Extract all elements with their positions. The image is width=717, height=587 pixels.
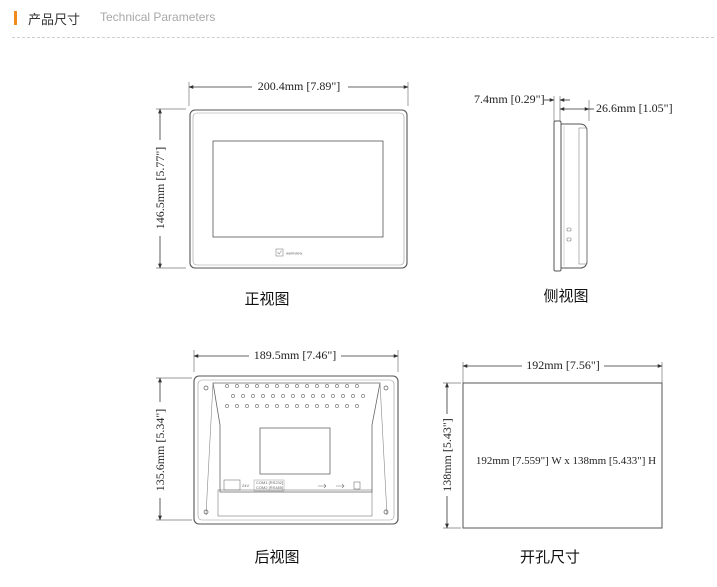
back-frame	[193, 375, 399, 525]
vent-hole	[315, 404, 319, 408]
vent-hole	[235, 404, 239, 408]
front-brand-text: weinview	[286, 251, 302, 256]
header-title-en: Technical Parameters	[100, 10, 216, 24]
vent-hole	[271, 394, 275, 398]
header-accent-bar	[14, 11, 17, 25]
side-port-1	[566, 227, 572, 232]
vent-hole	[231, 394, 235, 398]
back-view-caption: 后视图	[254, 548, 299, 566]
ethernet-icon	[353, 481, 361, 490]
cutout-view: 192mm [7.56"] 138mm [5.43"] 192mm [7.559…	[440, 358, 663, 566]
vent-hole	[261, 394, 265, 398]
screw-icon	[203, 385, 209, 391]
vent-hole	[305, 404, 309, 408]
side-rear-cover	[578, 127, 588, 265]
front-view: 200.4mm [7.89"] 146.5mm [5.77"] weinview…	[153, 79, 409, 308]
vent-hole	[251, 394, 255, 398]
vent-hole	[331, 394, 335, 398]
back-vent-holes	[225, 384, 365, 408]
cutout-height-label: 138mm [5.43"]	[440, 418, 454, 492]
usb-icon	[336, 483, 345, 489]
vent-hole	[305, 384, 309, 388]
vent-hole	[265, 404, 269, 408]
vent-hole	[361, 394, 365, 398]
vent-hole	[255, 404, 259, 408]
header-dashed-divider	[12, 37, 714, 38]
vent-hole	[345, 404, 349, 408]
vent-hole	[311, 394, 315, 398]
front-screen	[212, 140, 384, 238]
vent-hole	[355, 384, 359, 388]
vent-hole	[295, 384, 299, 388]
back-view: 189.5mm [7.46"] 135.6mm [5.34"] 24V COM1…	[153, 348, 399, 566]
side-port-2	[566, 237, 572, 242]
vent-hole	[351, 394, 355, 398]
back-width-label: 189.5mm [7.46"]	[254, 348, 337, 362]
screw-icon	[203, 509, 209, 515]
side-body	[560, 123, 588, 269]
back-frame-inner	[197, 379, 395, 521]
vent-hole	[315, 384, 319, 388]
vent-hole	[355, 404, 359, 408]
section-header: 产品尺寸 Technical Parameters	[0, 0, 717, 38]
back-height-label: 135.6mm [5.34"]	[153, 409, 167, 492]
vent-hole	[295, 404, 299, 408]
vent-hole	[225, 404, 229, 408]
back-connector-strip	[217, 489, 373, 517]
front-width-label: 200.4mm [7.89"]	[258, 79, 341, 93]
vent-hole	[325, 404, 329, 408]
cutout-center-text: 192mm [7.559"] W x 138mm [5.433"] H	[476, 455, 656, 467]
power-terminal	[223, 479, 241, 491]
vent-hole	[241, 394, 245, 398]
side-total-depth-label: 26.6mm [1.05"]	[596, 101, 673, 115]
vent-hole	[255, 384, 259, 388]
vent-hole	[321, 394, 325, 398]
side-bezel	[553, 120, 562, 272]
vent-hole	[335, 384, 339, 388]
cutout-rect	[462, 382, 663, 529]
header-title-cn: 产品尺寸	[28, 13, 81, 28]
vent-hole	[341, 394, 345, 398]
vent-hole	[335, 404, 339, 408]
vent-hole	[245, 404, 249, 408]
cutout-width-label: 192mm [7.56"]	[526, 358, 600, 372]
front-bezel-inner	[192, 112, 405, 266]
side-front-depth-label: 7.4mm [0.29"]	[474, 92, 545, 106]
side-view-caption: 侧视图	[543, 287, 588, 305]
side-view: 7.4mm [0.29"] 26.6mm [1.05"] 侧视图	[474, 92, 673, 305]
vent-hole	[225, 384, 229, 388]
port-label-1: COM1 [RS232]	[256, 480, 283, 485]
vent-hole	[275, 384, 279, 388]
front-view-caption: 正视图	[244, 290, 289, 308]
back-label-plate	[259, 427, 331, 475]
usb-icon	[318, 483, 327, 489]
brand-logo-icon	[275, 248, 284, 257]
front-height-label: 146.5mm [5.77"]	[153, 147, 167, 230]
vent-hole	[285, 384, 289, 388]
vent-hole	[281, 394, 285, 398]
power-label: 24V	[242, 483, 249, 488]
vent-hole	[265, 384, 269, 388]
screw-icon	[383, 385, 389, 391]
vent-hole	[275, 404, 279, 408]
vent-hole	[285, 404, 289, 408]
vent-hole	[301, 394, 305, 398]
com-port	[253, 479, 285, 492]
vent-hole	[345, 384, 349, 388]
vent-hole	[245, 384, 249, 388]
port-label-2: COM2 [RS485]	[256, 485, 283, 490]
vent-hole	[325, 384, 329, 388]
cutout-caption: 开孔尺寸	[520, 548, 580, 566]
screw-icon	[383, 509, 389, 515]
vent-hole	[235, 384, 239, 388]
vent-hole	[291, 394, 295, 398]
